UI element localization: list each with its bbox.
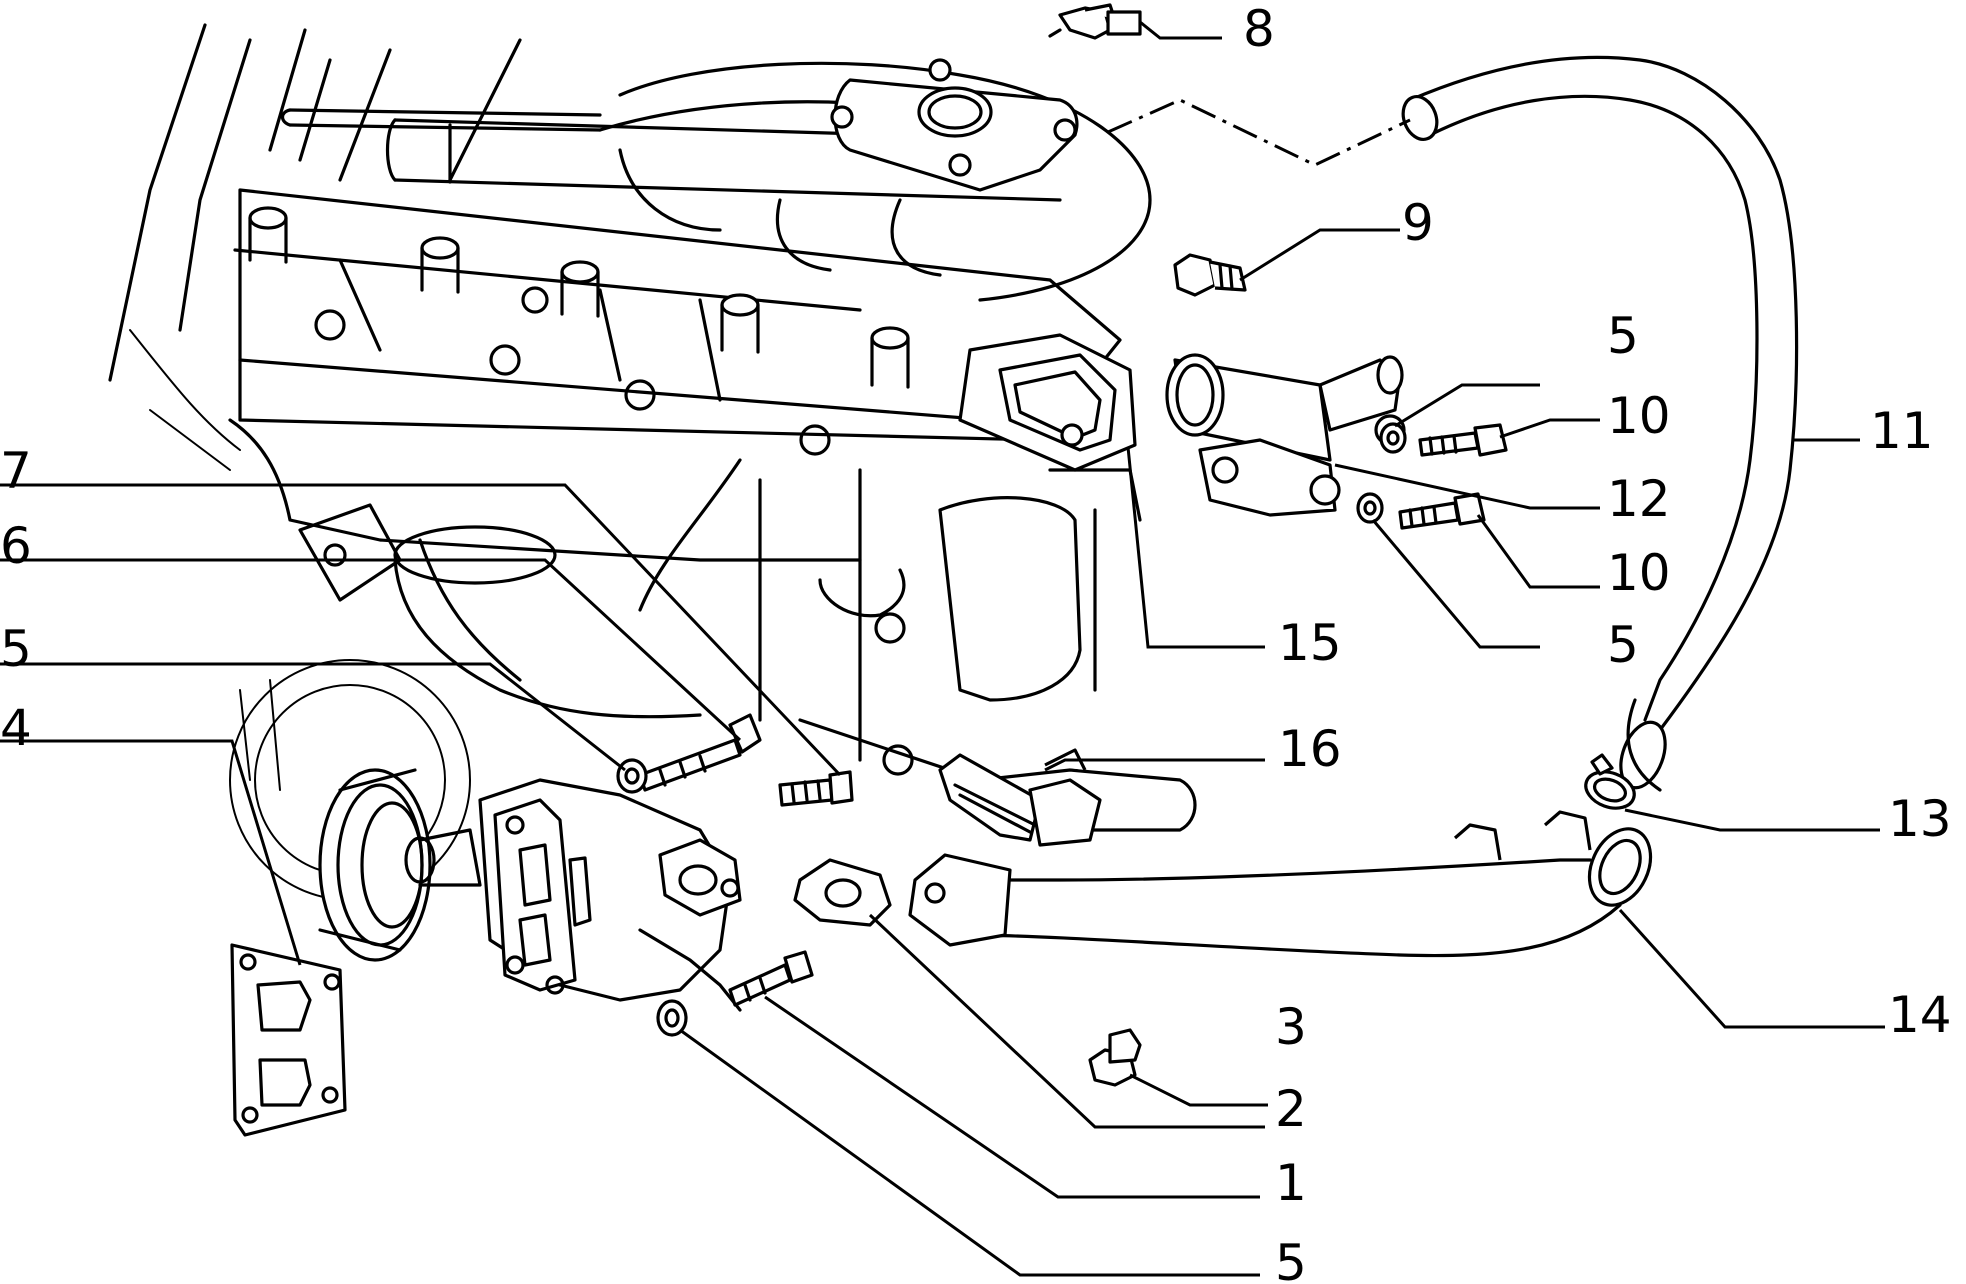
- part-11-upper-hose: [1401, 55, 1799, 792]
- part-4-pump-gasket: [230, 943, 347, 1137]
- callout-11: 11: [1870, 402, 1934, 460]
- callout-10-upper: 10: [1607, 387, 1671, 445]
- callout-7: 7: [0, 442, 32, 500]
- part-6-7-bolts-center: [616, 713, 854, 807]
- callout-10-lower: 10: [1607, 544, 1671, 602]
- callout-5-lower-right: 5: [1607, 616, 1639, 674]
- callout-5-upper-right: 5: [1607, 307, 1639, 365]
- callout-2: 2: [1275, 1080, 1307, 1138]
- leader-lines: [0, 20, 1885, 1277]
- callout-1: 1: [1275, 1154, 1307, 1212]
- engine-block-drawing: [108, 23, 1197, 901]
- callout-5-bottom: 5: [1275, 1234, 1307, 1284]
- part-13-hose-clamp: [1584, 753, 1636, 810]
- part-3-drain-plug: [1088, 1028, 1142, 1087]
- part-14-coolant-pipe: [908, 810, 1653, 958]
- water-pump-assembly: [318, 768, 742, 1012]
- callout-12: 12: [1607, 470, 1671, 528]
- head-bolts: [248, 206, 910, 389]
- callout-15: 15: [1278, 614, 1342, 672]
- part-2-gasket: [793, 858, 892, 927]
- callout-5-left: 5: [0, 620, 32, 678]
- part-5-10-bolts-right: [1356, 422, 1508, 530]
- callout-8: 8: [1243, 0, 1275, 58]
- part-1-5-bottom-bolt: [656, 950, 814, 1037]
- part-15-thermostat-housing: [958, 333, 1406, 517]
- part-9-plug: [1173, 253, 1247, 297]
- part-8-temp-sender: [1048, 3, 1142, 40]
- callout-4: 4: [0, 699, 32, 757]
- part-16-temp-switch: [938, 748, 1102, 847]
- callout-9: 9: [1402, 194, 1434, 252]
- callout-13: 13: [1888, 790, 1952, 848]
- callout-16: 16: [1278, 720, 1342, 778]
- callout-14: 14: [1888, 986, 1952, 1044]
- callout-3: 3: [1275, 998, 1307, 1056]
- callout-6: 6: [0, 517, 32, 575]
